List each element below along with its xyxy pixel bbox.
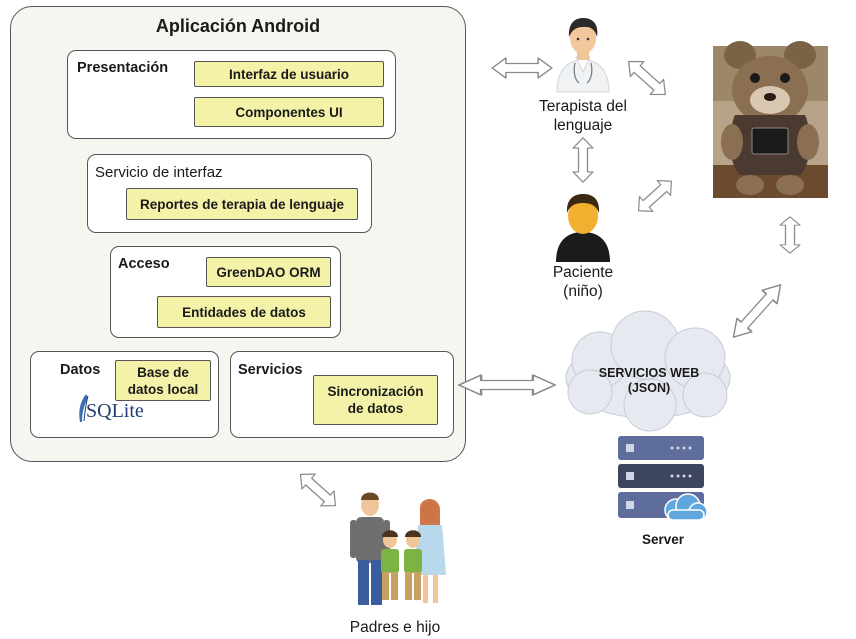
server-label: Server [641, 532, 685, 547]
server-icon [618, 436, 708, 522]
acceso-label: Acceso [118, 256, 170, 272]
sqlite-logo-text: SQLite [86, 400, 144, 422]
datos-label: Datos [60, 362, 101, 378]
android-app-title: Aplicación Android [155, 16, 321, 36]
terapista-label-line2: lenguaje [553, 117, 613, 134]
paciente-label-line1: Paciente [552, 264, 614, 281]
presentacion-label: Presentación [77, 60, 169, 76]
robot-bear-icon [713, 41, 828, 198]
arrow-robot-cloud [725, 277, 789, 345]
paciente-label-line2: (niño) [563, 283, 603, 300]
greendao-box: GreenDAO ORM [206, 257, 331, 287]
sqlite-logo: SQLite [70, 391, 160, 427]
interfaz-usuario-box: Interfaz de usuario [194, 61, 384, 87]
arrow-app-padres [293, 466, 343, 514]
arrow-paciente-robot [631, 173, 679, 219]
arrow-robot-down [779, 216, 801, 254]
arrow-app-cloud [457, 373, 557, 397]
paciente-label: Paciente (niño) [530, 263, 636, 301]
componentes-ui-box: Componentes UI [194, 97, 384, 127]
reportes-terapia-box: Reportes de terapia de lenguaje [126, 188, 358, 220]
base-datos-local-box: Base de datos local [115, 360, 211, 401]
arrow-app-terapista [491, 57, 553, 79]
arrow-terapista-paciente [572, 137, 594, 183]
servicios-label: Servicios [238, 362, 303, 378]
cloud-shape [565, 310, 731, 432]
padres-label: Padres e hijo [349, 619, 441, 636]
servicio-interfaz-label: Servicio de interfaz [95, 164, 223, 181]
entidades-datos-box: Entidades de datos [157, 296, 331, 328]
sincronizacion-datos-box: Sincronización de datos [313, 375, 438, 425]
cloud-label-line1: SERVICIOS WEB [598, 366, 700, 380]
arrow-terapista-robot [621, 53, 673, 103]
doctor-icon [556, 18, 610, 93]
child-icon [556, 194, 610, 262]
cloud-label: SERVICIOS WEB (JSON) [588, 366, 710, 396]
cloud-label-line2: (JSON) [627, 381, 671, 395]
terapista-label-line1: Terapista del [539, 98, 627, 115]
terapista-label: Terapista del lenguaje [520, 97, 646, 135]
family-icon [350, 492, 446, 605]
